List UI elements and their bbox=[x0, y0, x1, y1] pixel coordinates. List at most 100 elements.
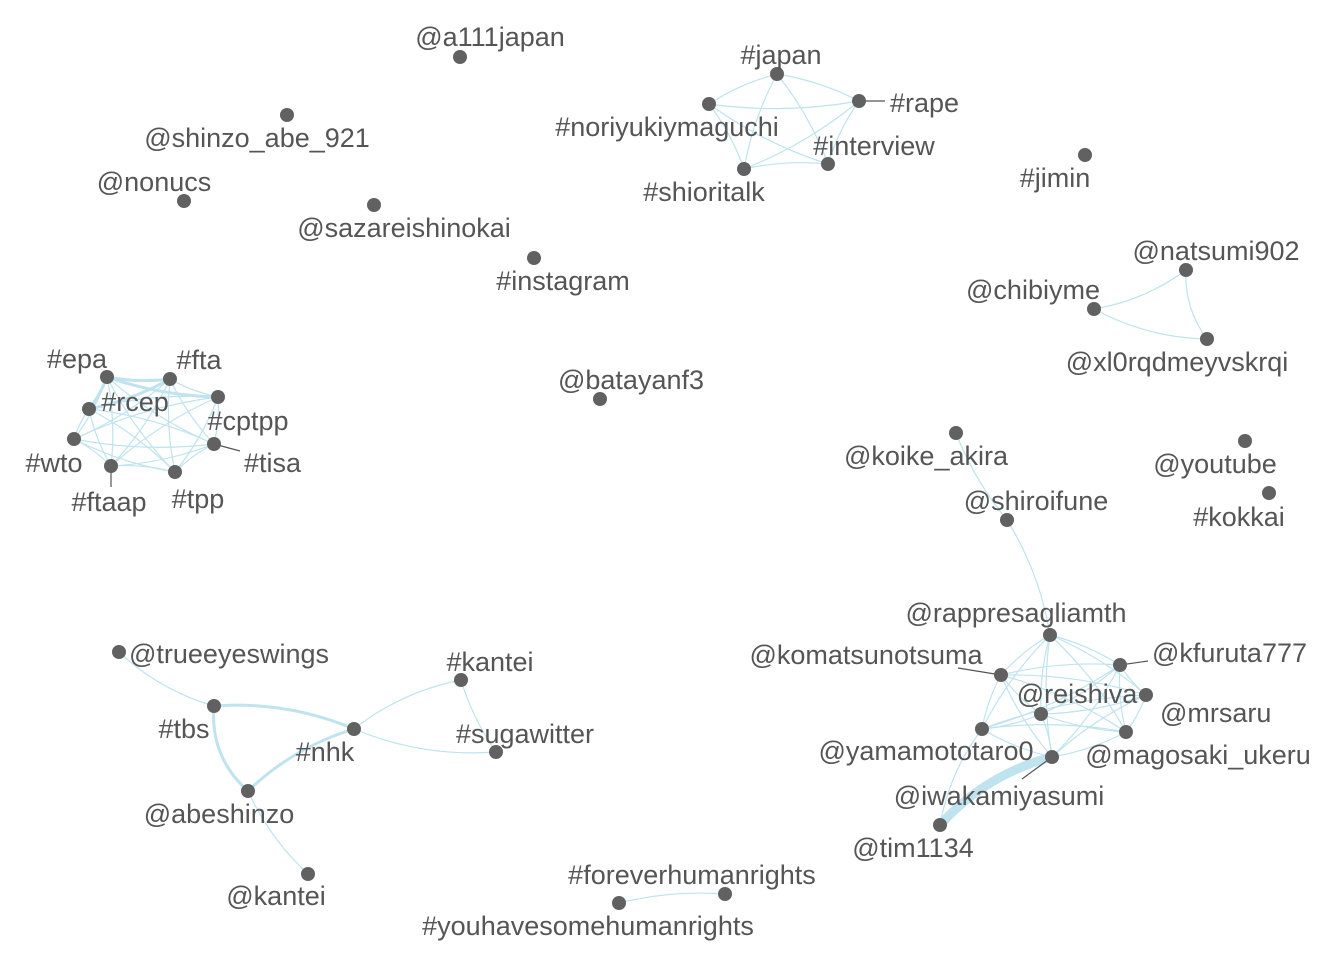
edge-magosaki_ukeru-iwakamiyasumi bbox=[1051, 731, 1127, 758]
node-label-noriyukiymaguchi: #noriyukiymaguchi bbox=[555, 112, 779, 142]
node-label-interview: #interview bbox=[813, 131, 935, 161]
label-layer: @a111japan@shinzo_abe_921@nonucs@sazarei… bbox=[25, 22, 1310, 941]
node-a111japan[interactable] bbox=[453, 50, 467, 64]
node-tisa[interactable] bbox=[207, 437, 221, 451]
node-koike_akira[interactable] bbox=[949, 426, 963, 440]
edge-trueeyeswings-tbs bbox=[118, 651, 215, 707]
edge-japan-noriyukiymaguchi bbox=[708, 73, 778, 105]
node-reishiva[interactable] bbox=[1034, 707, 1048, 721]
node-label-mrsaru: @mrsaru bbox=[1160, 698, 1271, 728]
edge-rappresagliamth-reishiva bbox=[1040, 634, 1051, 715]
node-instagram[interactable] bbox=[527, 251, 541, 265]
node-label-sugawitter: #sugawitter bbox=[456, 719, 594, 749]
node-epa[interactable] bbox=[100, 370, 114, 384]
node-rcep[interactable] bbox=[82, 402, 96, 416]
node-komatsunotsuma[interactable] bbox=[994, 668, 1008, 682]
node-youtube[interactable] bbox=[1238, 434, 1252, 448]
node-youhavesomehumanrights[interactable] bbox=[612, 896, 626, 910]
node-tbs[interactable] bbox=[207, 699, 221, 713]
node-tim1134[interactable] bbox=[933, 818, 947, 832]
node-label-kantei_user: @kantei bbox=[226, 881, 325, 911]
edge-abeshinzo-kantei_user bbox=[247, 790, 309, 875]
node-sugawitter[interactable] bbox=[489, 745, 503, 759]
edge-rappresagliamth-yamamototaro0 bbox=[981, 634, 1051, 730]
edge-nhk-sugawitter bbox=[353, 728, 497, 754]
node-kantei_tag[interactable] bbox=[454, 673, 468, 687]
node-tpp[interactable] bbox=[168, 465, 182, 479]
node-noriyukiymaguchi[interactable] bbox=[702, 97, 716, 111]
edge-tisa-tpp bbox=[174, 443, 215, 473]
edge-cptpp-ftaap bbox=[110, 396, 219, 467]
node-interview[interactable] bbox=[821, 157, 835, 171]
edge-japan-shioritalk bbox=[743, 73, 778, 170]
node-magosaki_ukeru[interactable] bbox=[1119, 725, 1133, 739]
node-label-rape: #rape bbox=[890, 88, 959, 118]
node-abeshinzo[interactable] bbox=[241, 784, 255, 798]
node-japan[interactable] bbox=[770, 67, 784, 81]
node-kfuruta777[interactable] bbox=[1113, 658, 1127, 672]
node-trueeyeswings[interactable] bbox=[112, 645, 126, 659]
node-nonucs[interactable] bbox=[177, 194, 191, 208]
node-label-foreverhumanrights: #foreverhumanrights bbox=[568, 860, 816, 890]
node-nhk[interactable] bbox=[347, 722, 361, 736]
node-label-iwakamiyasumi: @iwakamiyasumi bbox=[894, 781, 1104, 811]
node-label-magosaki_ukeru: @magosaki_ukeru bbox=[1085, 740, 1311, 770]
node-label-koike_akira: @koike_akira bbox=[844, 441, 1009, 471]
node-label-kfuruta777: @kfuruta777 bbox=[1152, 638, 1307, 668]
node-shiroifune[interactable] bbox=[1000, 513, 1014, 527]
edge-cptpp-tpp bbox=[174, 396, 219, 473]
node-mrsaru[interactable] bbox=[1139, 688, 1153, 702]
edge-natsumi902-chibiyme bbox=[1093, 269, 1187, 310]
node-ftaap[interactable] bbox=[104, 459, 118, 473]
node-label-ftaap: #ftaap bbox=[71, 487, 146, 517]
edge-fta-tisa bbox=[169, 378, 215, 445]
node-natsumi902[interactable] bbox=[1179, 263, 1193, 277]
edge-komatsunotsuma-kfuruta777 bbox=[1000, 663, 1121, 676]
node-kantei_user[interactable] bbox=[301, 867, 315, 881]
leader-line-layer bbox=[110, 100, 1149, 780]
node-label-instagram: #instagram bbox=[496, 266, 630, 296]
node-sazareishinokai[interactable] bbox=[367, 198, 381, 212]
node-label-yamamototaro0: @yamamototaro0 bbox=[819, 736, 1034, 766]
node-shioritalk[interactable] bbox=[737, 162, 751, 176]
edge-yamamototaro0-magosaki_ukeru bbox=[981, 724, 1127, 733]
node-iwakamiyasumi[interactable] bbox=[1045, 750, 1059, 764]
node-fta[interactable] bbox=[163, 372, 177, 386]
edge-nhk-kantei_tag bbox=[353, 679, 462, 730]
leader-line-komatsunotsuma bbox=[957, 667, 1002, 676]
edge-rappresagliamth-magosaki_ukeru bbox=[1049, 634, 1127, 733]
node-label-sazareishinokai: @sazareishinokai bbox=[297, 213, 511, 243]
edge-chibiyme-xl0rqdmeyvskrqi bbox=[1093, 308, 1208, 340]
node-rappresagliamth[interactable] bbox=[1043, 628, 1057, 642]
node-label-trueeyeswings: @trueeyeswings bbox=[129, 639, 329, 669]
edge-mrsaru-iwakamiyasumi bbox=[1051, 694, 1147, 758]
edge-reishiva-mrsaru bbox=[1040, 694, 1147, 715]
node-rape[interactable] bbox=[852, 94, 866, 108]
node-yamamototaro0[interactable] bbox=[975, 722, 989, 736]
edge-rcep-ftaap bbox=[88, 408, 112, 467]
node-foreverhumanrights[interactable] bbox=[718, 887, 732, 901]
node-batayanf3[interactable] bbox=[593, 392, 607, 406]
edge-natsumi902-xl0rqdmeyvskrqi bbox=[1185, 269, 1208, 340]
node-shinzo_abe_921[interactable] bbox=[280, 108, 294, 122]
edge-cptpp-wto bbox=[73, 396, 219, 440]
edge-foreverhumanrights-youhavesomehumanrights bbox=[618, 892, 726, 904]
node-label-nhk: #nhk bbox=[296, 737, 355, 767]
edge-iwakamiyasumi-tim1134 bbox=[935, 752, 1057, 830]
node-label-batayanf3: @batayanf3 bbox=[558, 365, 704, 395]
node-jimin[interactable] bbox=[1078, 148, 1092, 162]
node-cptpp[interactable] bbox=[211, 390, 225, 404]
edge-rcep-tisa bbox=[88, 408, 215, 445]
edge-koike_akira-shiroifune bbox=[955, 432, 1008, 521]
node-wto[interactable] bbox=[67, 432, 81, 446]
edge-wto-tisa bbox=[73, 438, 215, 448]
edge-japan-interview bbox=[776, 73, 829, 165]
node-label-japan: #japan bbox=[740, 40, 821, 70]
node-label-fta: #fta bbox=[176, 345, 222, 375]
node-label-reishiva: @reishiva bbox=[1017, 679, 1138, 709]
edge-yamamototaro0-tim1134 bbox=[939, 728, 983, 826]
node-chibiyme[interactable] bbox=[1087, 302, 1101, 316]
node-kokkai[interactable] bbox=[1262, 486, 1276, 500]
node-xl0rqdmeyvskrqi[interactable] bbox=[1200, 332, 1214, 346]
